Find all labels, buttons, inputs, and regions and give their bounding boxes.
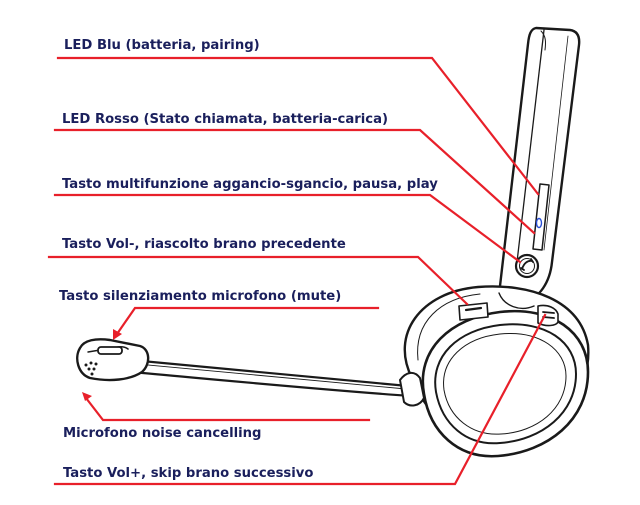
leader-mute <box>115 306 380 336</box>
leader-arrowheads <box>82 329 122 401</box>
phone-handset-icon <box>520 258 534 271</box>
label-vol-plus: Tasto Vol+, skip brano successivo <box>63 466 314 481</box>
vol-minus-button <box>458 302 489 321</box>
led-blu-icon <box>535 217 543 229</box>
leader-multifunzione <box>53 193 522 264</box>
leader-led-blu <box>56 56 540 196</box>
mic-head <box>76 338 150 382</box>
leader-led-rosso <box>53 128 536 235</box>
arrowhead-mute <box>113 329 122 340</box>
label-led-blu: LED Blu (batteria, pairing) <box>64 38 260 53</box>
led-window <box>532 183 550 251</box>
leader-lines <box>47 56 547 486</box>
arrowhead-microfono <box>82 392 92 401</box>
mic-boom <box>117 355 425 407</box>
leader-vol-meno <box>47 255 469 306</box>
headset-drawing <box>76 26 590 458</box>
leader-microfono <box>84 396 371 422</box>
mic-grille-icon <box>84 361 98 376</box>
leader-vol-piu <box>53 313 547 486</box>
label-vol-minus: Tasto Vol-, riascolto brano precedente <box>62 237 346 252</box>
ear-cup <box>403 285 590 458</box>
arm-joint <box>498 292 535 310</box>
label-mute: Tasto silenziamento microfono (mute) <box>59 289 342 304</box>
label-multifunction-button: Tasto multifunzione aggancio-sgancio, pa… <box>62 177 438 192</box>
multifunction-button <box>514 253 540 279</box>
label-microphone: Microfono noise cancelling <box>63 426 262 441</box>
headband-arm <box>498 26 581 308</box>
label-led-rosso: LED Rosso (Stato chiamata, batteria-cari… <box>62 112 389 127</box>
